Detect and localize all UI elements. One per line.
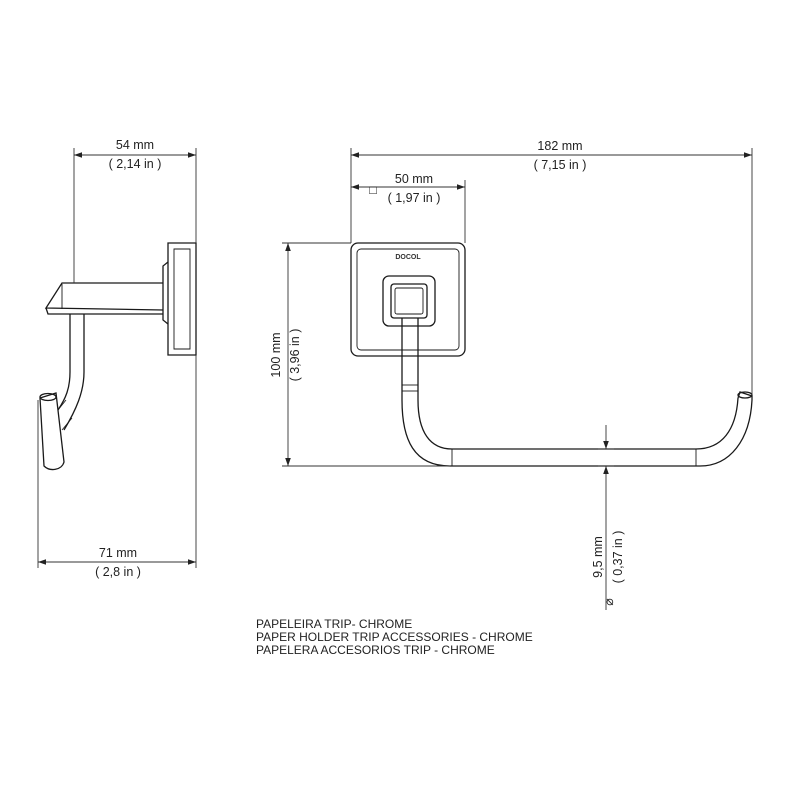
side-hook-end (39, 392, 65, 471)
dim-height-mm: 100 mm (269, 332, 283, 377)
front-base-plate-inner (356, 248, 460, 351)
side-hook-joint (57, 399, 73, 431)
dim-overall-width (350, 148, 753, 395)
front-mount-inner (390, 283, 428, 319)
caption-line-pt: PAPELEIRA TRIP- CHROME (256, 617, 413, 631)
side-wall-plate (167, 242, 197, 356)
dim-side-bottom-mm: 71 mm (99, 546, 137, 560)
dim-side-top-mm: 54 mm (116, 138, 154, 152)
front-view (350, 242, 753, 467)
dim-base-width-in: ( 1,97 in ) (388, 191, 441, 205)
front-mount-core (394, 287, 424, 315)
front-arm-tube (401, 318, 753, 467)
side-view (39, 242, 197, 471)
diameter-symbol: ⌀ (602, 598, 616, 606)
front-mount-block (382, 275, 436, 327)
dim-overall-width-in: ( 7,15 in ) (534, 158, 587, 172)
dim-height-in: ( 3,96 in ) (288, 329, 302, 382)
square-symbol: □ (369, 183, 377, 197)
caption-line-en: PAPER HOLDER TRIP ACCESSORIES - CHROME (256, 630, 533, 644)
dim-base-width-mm: 50 mm (395, 172, 433, 186)
dim-tube-diameter (598, 425, 614, 610)
dim-height (282, 242, 450, 467)
side-plate-mount (162, 261, 169, 325)
dim-tube-diameter-in: ( 0,37 in ) (611, 531, 625, 584)
dim-base-width (351, 180, 466, 243)
dim-side-top-in: ( 2,14 in ) (109, 157, 162, 171)
side-hook-tube (57, 314, 85, 431)
caption-line-es: PAPELERA ACCESORIOS TRIP - CHROME (256, 643, 495, 657)
side-wall-plate-inner (173, 248, 191, 350)
dim-side-bottom (37, 355, 197, 568)
front-end-cap (737, 391, 753, 400)
dim-side-bottom-in: ( 2,8 in ) (95, 565, 141, 579)
front-arm-tube-inner (417, 318, 739, 450)
side-hook-cap (39, 392, 57, 402)
front-base-plate (350, 242, 466, 357)
dim-tube-diameter-mm: 9,5 mm (591, 536, 605, 578)
brand-logo: DOCOL (395, 254, 421, 261)
dim-side-top (73, 148, 197, 283)
dim-overall-width-mm: 182 mm (537, 139, 582, 153)
side-arm-lower (45, 307, 163, 315)
caption: PAPELEIRA TRIP- CHROME PAPER HOLDER TRIP… (256, 618, 533, 657)
side-arm (44, 282, 164, 311)
